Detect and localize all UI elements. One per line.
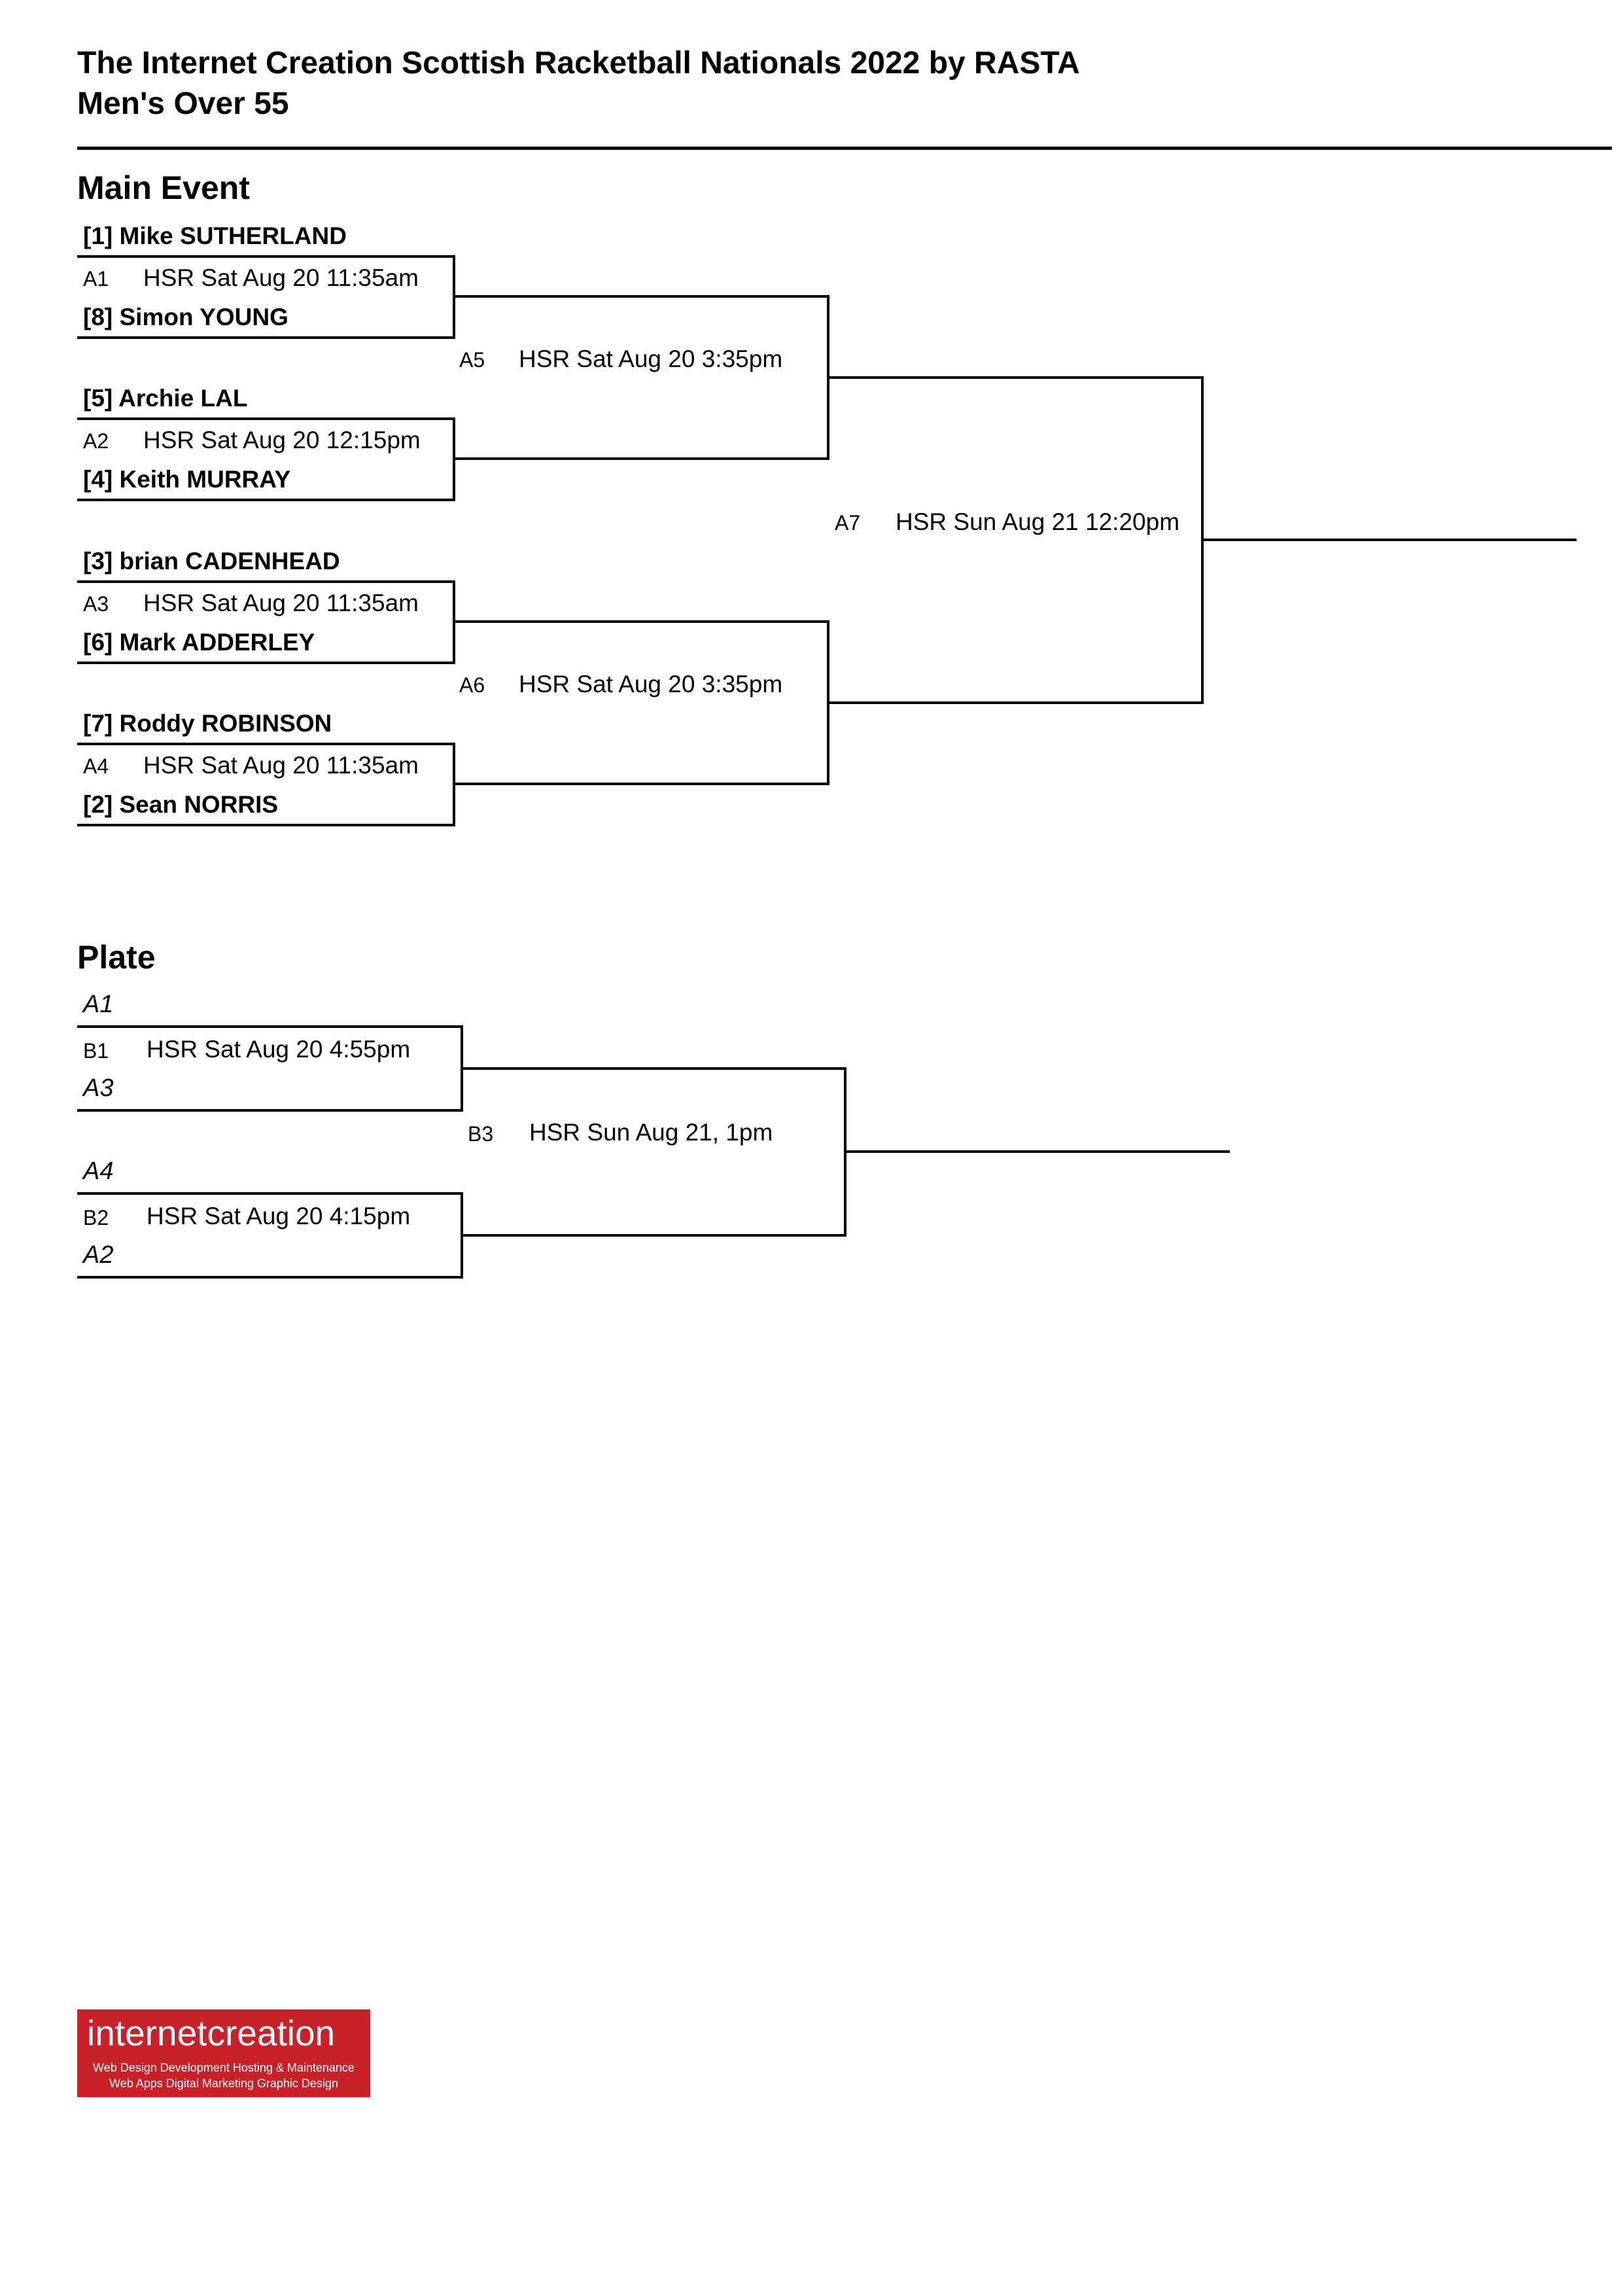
- bracket-line: [453, 783, 829, 785]
- match-schedule-a6: HSR Sat Aug 20 3:35pm: [519, 671, 783, 698]
- match-code-a1: A1: [83, 267, 109, 291]
- player-5: [5] Archie LAL: [83, 385, 248, 412]
- plate-entrant-a4: A4: [83, 1157, 114, 1185]
- bracket-line: [77, 1109, 463, 1112]
- match-schedule-a5: HSR Sat Aug 20 3:35pm: [519, 345, 783, 372]
- player-7: [7] Roddy ROBINSON: [83, 710, 332, 737]
- match-schedule-b2: HSR Sat Aug 20 4:15pm: [147, 1203, 411, 1229]
- bracket-line: [827, 376, 1204, 379]
- bracket-line: [77, 1025, 463, 1028]
- bracket-line: [461, 1067, 846, 1070]
- bracket-line: [77, 499, 455, 501]
- player-8: [8] Simon YOUNG: [83, 304, 288, 330]
- page-title: The Internet Creation Scottish Racketbal…: [77, 46, 1080, 80]
- bracket-line: [77, 1276, 463, 1279]
- main-event-heading: Main Event: [77, 169, 250, 206]
- match-schedule-a2: HSR Sat Aug 20 12:15pm: [143, 427, 421, 453]
- bracket-line: [77, 743, 455, 745]
- bracket-line: [453, 620, 829, 623]
- player-4: [4] Keith MURRAY: [83, 466, 291, 493]
- bracket-line: [77, 824, 455, 826]
- logo-brand: internetcreation: [87, 2013, 336, 2053]
- match-schedule-a3: HSR Sat Aug 20 11:35am: [143, 590, 419, 616]
- match-code-b3: B3: [468, 1122, 494, 1146]
- bracket-line: [827, 701, 1204, 704]
- internet-creation-logo: internetcreation Web Design Development …: [77, 2009, 370, 2097]
- plate-entrant-a1: A1: [83, 991, 114, 1018]
- bracket-line: [77, 336, 455, 339]
- header-divider: [77, 147, 1612, 150]
- plate-heading: Plate: [77, 939, 156, 976]
- player-3: [3] brian CADENHEAD: [83, 548, 340, 574]
- winner-line: [844, 1150, 1230, 1153]
- match-code-a4: A4: [83, 754, 109, 778]
- bracket-line: [453, 457, 829, 460]
- match-schedule-a7: HSR Sun Aug 21 12:20pm: [896, 508, 1180, 535]
- match-schedule-b3: HSR Sun Aug 21, 1pm: [529, 1119, 773, 1146]
- bracket-line: [77, 417, 455, 420]
- bracket-line: [77, 255, 455, 258]
- match-schedule-b1: HSR Sat Aug 20 4:55pm: [147, 1036, 411, 1063]
- player-1: [1] Mike SUTHERLAND: [83, 222, 347, 249]
- bracket-line: [77, 662, 455, 664]
- logo-tagline-2: Web Apps Digital Marketing Graphic Desig…: [109, 2077, 338, 2090]
- match-code-b1: B1: [83, 1039, 109, 1063]
- bracket-line: [77, 580, 455, 583]
- bracket-line: [461, 1234, 846, 1237]
- plate-entrant-a2: A2: [83, 1241, 114, 1269]
- match-code-a7: A7: [835, 511, 861, 535]
- match-schedule-a1: HSR Sat Aug 20 11:35am: [143, 264, 419, 291]
- logo-tagline-1: Web Design Development Hosting & Mainten…: [93, 2061, 355, 2074]
- match-code-a3: A3: [83, 592, 109, 616]
- match-code-b2: B2: [83, 1206, 109, 1229]
- match-schedule-a4: HSR Sat Aug 20 11:35am: [143, 752, 419, 779]
- player-2: [2] Sean NORRIS: [83, 791, 279, 818]
- plate-entrant-a3: A3: [83, 1074, 114, 1102]
- match-code-a5: A5: [459, 348, 485, 372]
- match-code-a6: A6: [459, 673, 485, 697]
- winner-line: [1201, 539, 1577, 541]
- page-subtitle: Men's Over 55: [77, 86, 289, 121]
- bracket-line: [77, 1192, 463, 1195]
- bracket-line: [453, 295, 829, 298]
- match-code-a2: A2: [83, 429, 109, 453]
- player-6: [6] Mark ADDERLEY: [83, 629, 315, 656]
